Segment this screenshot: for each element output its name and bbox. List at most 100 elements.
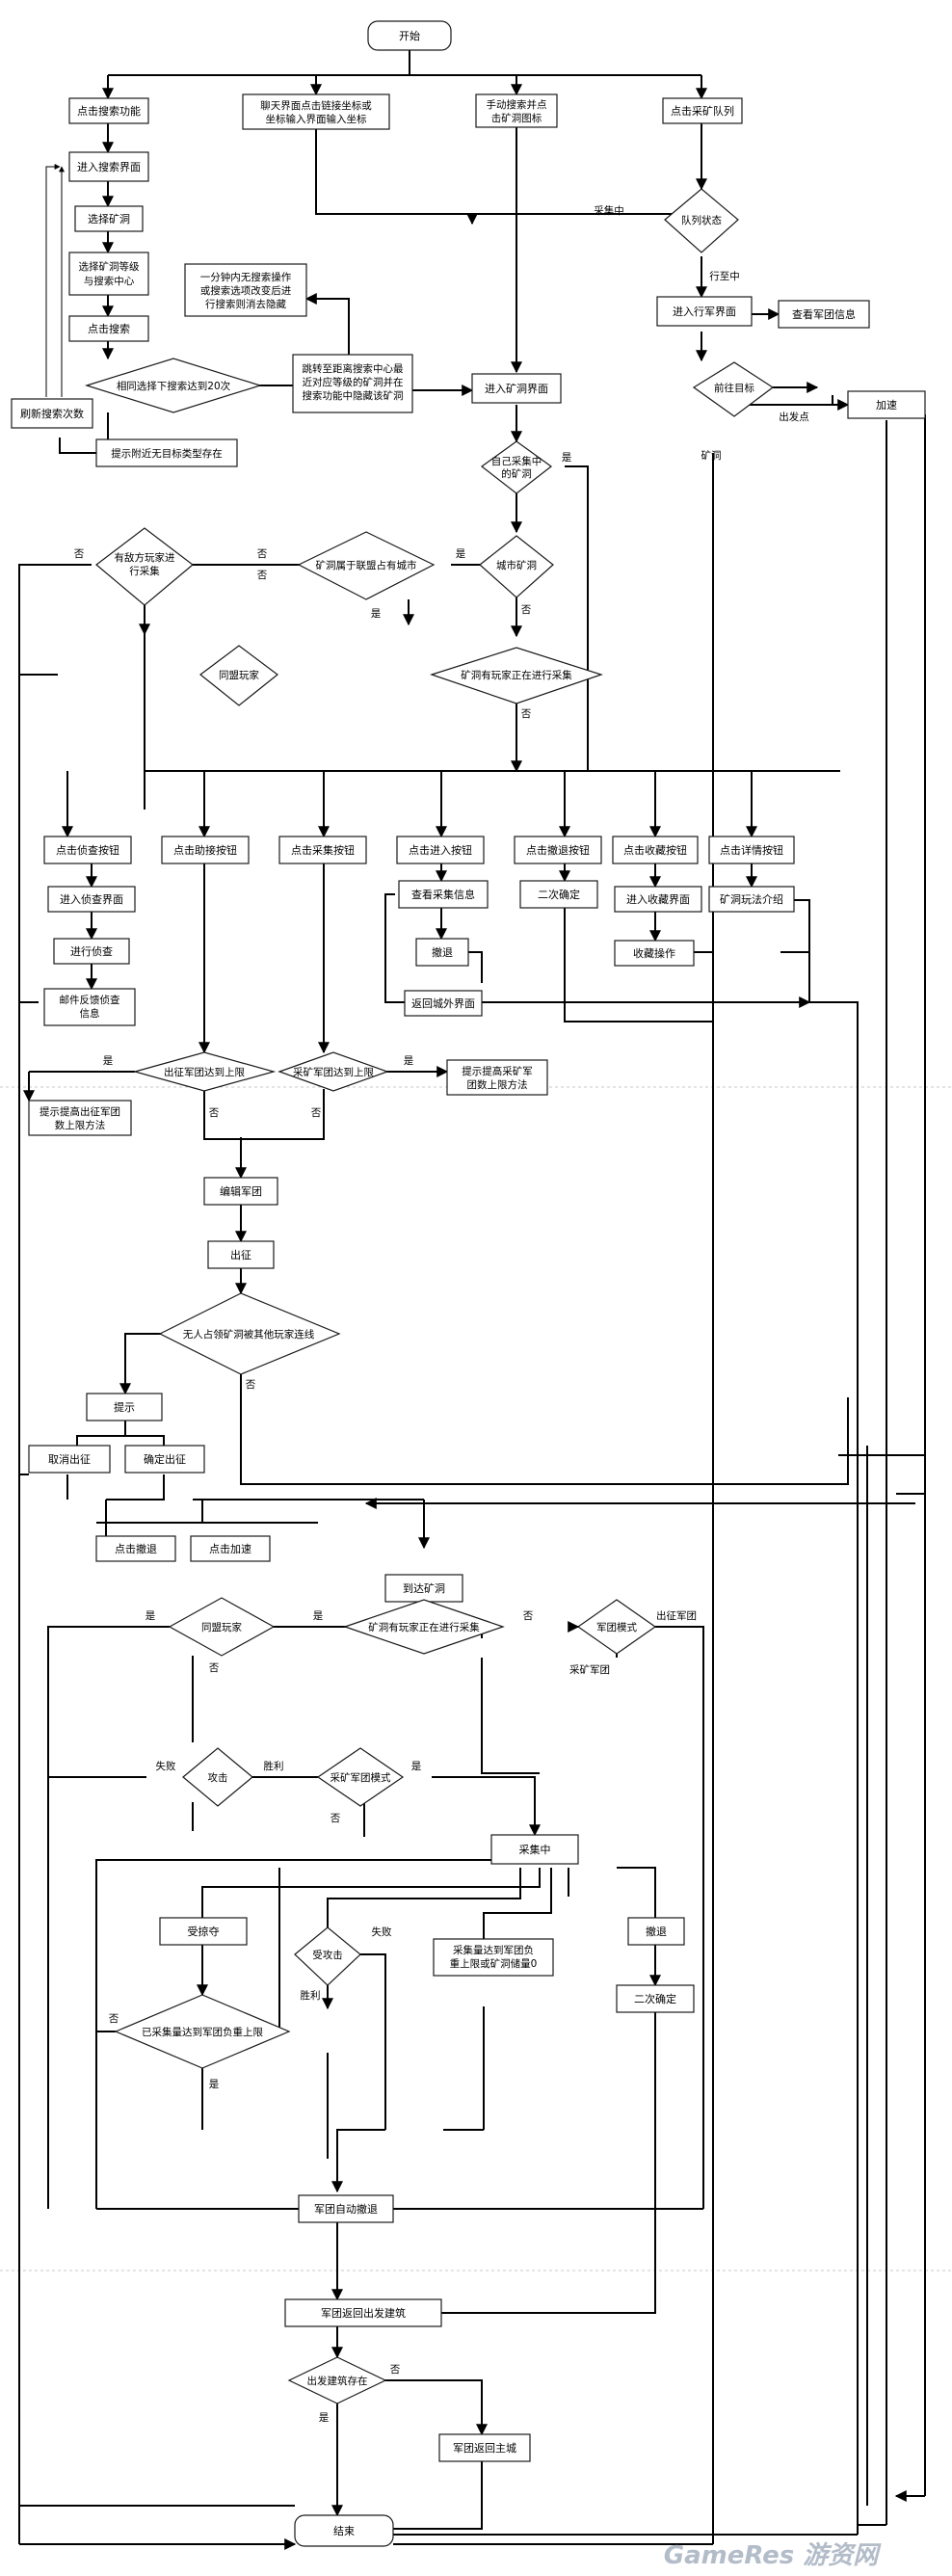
enemy-mine-label-2: 行采集 <box>129 565 160 577</box>
chat-link-label-2: 坐标输入界面输入坐标 <box>266 113 367 125</box>
confirm2-box <box>616 1984 695 2013</box>
return-main-label: 军团返回主城 <box>453 2442 516 2455</box>
yes-ally2: 是 <box>145 1610 156 1622</box>
do-spy-label: 进行侦查 <box>70 944 113 958</box>
start-node <box>367 20 452 51</box>
retreat-btn-box <box>514 836 602 864</box>
ally2-decision <box>168 1597 276 1657</box>
be-attacked-label: 受攻击 <box>312 1949 343 1961</box>
enter-march-box <box>656 296 753 327</box>
refresh-box <box>11 398 93 429</box>
no-mine-limit: 否 <box>311 1107 322 1119</box>
be-plundered-label: 受掠夺 <box>188 1925 220 1938</box>
enter-btn-box <box>396 836 485 864</box>
view-army-label: 查看军团信息 <box>792 307 856 321</box>
yes-city: 是 <box>456 548 466 560</box>
click-speedup-label: 点击加速 <box>209 1543 251 1555</box>
collect-reach-decision <box>114 1994 291 2069</box>
do-spy-box <box>53 938 130 965</box>
attack-label: 攻击 <box>208 1771 228 1784</box>
no-belongs: 否 <box>257 548 268 560</box>
confirm-depart-label: 确定出征 <box>144 1452 186 1466</box>
edit-army-box <box>203 1177 278 1206</box>
jump-label-3: 搜索功能中隐藏该矿洞 <box>303 389 404 402</box>
return-build-box <box>284 2298 442 2327</box>
return-main-box <box>438 2433 531 2462</box>
manual-search-box <box>475 93 558 128</box>
enter-fav-label: 进入收藏界面 <box>626 892 690 906</box>
spy-btn-label: 点击侦查按钮 <box>56 843 119 857</box>
depart-label: 出征 <box>230 1248 251 1261</box>
army-mode-decision <box>576 1599 657 1655</box>
intro-box <box>708 886 795 913</box>
jump-label-1: 跳转至距离搜索中心最 <box>303 362 404 375</box>
view-info-label: 查看采集信息 <box>411 888 475 901</box>
mine-limit-decision <box>278 1051 389 1092</box>
spy-btn-box <box>43 836 132 864</box>
hint-army-limit-1: 提示提高出征军团 <box>40 1105 120 1118</box>
click-search-label: 点击搜索 <box>88 322 130 335</box>
tip-box <box>86 1393 163 1421</box>
enter-search-box <box>68 151 149 182</box>
queue-state-decision <box>664 188 739 253</box>
no-no-occupy: 否 <box>246 1379 256 1391</box>
click-retreat-box <box>95 1535 176 1562</box>
speedup-top-label: 加速 <box>876 399 897 412</box>
arrive-box <box>384 1574 463 1603</box>
enter-mine-ui-box <box>471 373 562 404</box>
other-player-label: 矿洞有玩家正在进行采集 <box>461 669 572 681</box>
mining-q-label: 采集中 <box>594 204 624 217</box>
select-mine-box <box>74 205 144 232</box>
mine-queue-label: 点击采矿队列 <box>671 104 734 118</box>
city-mine-decision <box>479 535 554 598</box>
be-attacked-decision <box>294 1926 361 1986</box>
fav-op-label: 收藏操作 <box>633 946 675 960</box>
no-ally2: 否 <box>209 1662 220 1674</box>
collect-reach-label: 已采集量达到军团负重上限 <box>142 2026 263 2038</box>
jump-label-2: 近对应等级的矿洞并在 <box>303 376 404 388</box>
no-army-limit: 否 <box>209 1107 220 1119</box>
same-opt-label: 相同选择下搜索达到20次 <box>117 380 231 392</box>
depart-pt-label: 出发点 <box>779 411 809 423</box>
retreat2-box <box>627 1917 685 1946</box>
mine-army-label: 采矿军团 <box>569 1663 610 1676</box>
retreat1-box <box>415 938 469 967</box>
jump-box <box>292 354 413 413</box>
queue-state-label: 队列状态 <box>681 214 722 226</box>
goto-target-decision <box>692 361 775 417</box>
select-mine-label: 选择矿洞 <box>88 212 130 226</box>
win-attacked: 胜利 <box>301 1990 321 2002</box>
same-opt-decision <box>84 358 263 413</box>
confirm1-label: 二次确定 <box>538 888 580 901</box>
hint-mine-limit-2: 团数上限方法 <box>467 1078 528 1091</box>
enter-spy-label: 进入侦查界面 <box>60 892 123 906</box>
yes-belongs: 是 <box>371 608 382 620</box>
fav-btn-box <box>612 836 699 864</box>
connector-lines <box>18 50 926 2550</box>
army-limit-decision <box>132 1051 277 1092</box>
enter-mine-ui-label: 进入矿洞界面 <box>485 383 548 395</box>
fav-btn-label: 点击收藏按钮 <box>623 843 687 857</box>
mining-box <box>490 1834 579 1865</box>
mine-end-label: 矿洞 <box>701 449 722 462</box>
be-plundered-box <box>159 1917 248 1946</box>
other-player2-decision <box>343 1599 505 1655</box>
click-speedup-box <box>190 1535 271 1562</box>
return-build-label: 军团返回出发建筑 <box>321 2306 406 2320</box>
yes-build-exist: 是 <box>319 2412 330 2424</box>
chat-link-box <box>242 93 390 130</box>
no-other: 否 <box>521 708 532 720</box>
click-retreat-label: 点击撤退 <box>115 1542 157 1555</box>
aid-btn-label: 点击助接按钮 <box>173 843 237 857</box>
search-func-label: 点击搜索功能 <box>77 104 141 118</box>
select-level-label-2: 与搜索中心 <box>84 275 135 287</box>
edit-army-label: 编辑军团 <box>220 1184 262 1198</box>
goto-target-label: 前往目标 <box>714 382 754 394</box>
marching-label: 行至中 <box>709 270 740 282</box>
attack-decision <box>182 1747 253 1807</box>
manual-search-label-1: 手动搜索并点 <box>487 98 547 111</box>
yes-army-limit: 是 <box>103 1055 114 1067</box>
auto-retreat-label: 军团自动撤退 <box>314 2202 378 2216</box>
enter-march-label: 进入行军界面 <box>673 305 736 318</box>
